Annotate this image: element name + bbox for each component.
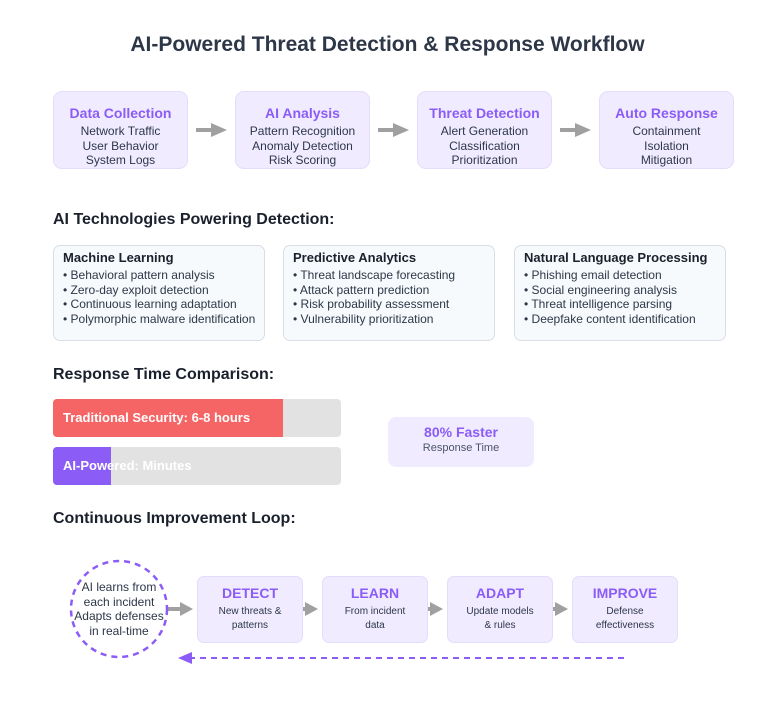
workflow-stage-threat-detection: Threat Detection Alert Generation Classi… bbox=[417, 91, 552, 169]
stage-line: Classification bbox=[449, 138, 520, 153]
learning-cycle-circle bbox=[69, 559, 169, 659]
stage-title: Auto Response bbox=[615, 105, 718, 121]
loop-step-detect: DETECT New threats & patterns bbox=[197, 576, 303, 643]
faster-headline: 80% Faster bbox=[424, 424, 498, 440]
traditional-bar-fill bbox=[53, 399, 284, 437]
circle-line: in real-time bbox=[89, 623, 149, 638]
loop-step-adapt: ADAPT Update models & rules bbox=[447, 576, 553, 643]
arrow-shaft bbox=[378, 128, 394, 132]
loop-step-improve: IMPROVE Defense effectiveness bbox=[572, 576, 678, 643]
loop-step-line: Update models bbox=[466, 606, 534, 617]
loop-step-line: effectiveness bbox=[595, 620, 655, 631]
loop-step-line: New threats & bbox=[218, 606, 282, 617]
learning-cycle-text: AI learns from each incident Adapts defe… bbox=[70, 580, 168, 638]
tech-card-title: Natural Language Processing bbox=[524, 250, 708, 265]
faster-subtext: Response Time bbox=[422, 442, 500, 454]
stage-line: Alert Generation bbox=[440, 124, 529, 138]
tech-item: • Social engineering analysis bbox=[524, 282, 677, 297]
tech-item: • Risk probability assessment bbox=[293, 297, 450, 311]
circle-line: each incident bbox=[83, 594, 155, 609]
tech-item: • Zero-day exploit detection bbox=[63, 282, 209, 297]
tech-item: • Threat intelligence parsing bbox=[524, 297, 673, 311]
stage-title: Threat Detection bbox=[429, 105, 540, 121]
stage-line: Anomaly Detection bbox=[252, 138, 353, 153]
stage-line: User Behavior bbox=[82, 138, 159, 153]
loop-step-line: data bbox=[365, 620, 385, 631]
tech-card-title: Predictive Analytics bbox=[293, 250, 417, 265]
loop-step-line: Defense bbox=[606, 606, 644, 617]
stage-line: Containment bbox=[632, 124, 701, 138]
ai-bar-label: AI-Powered: Minutes bbox=[63, 458, 192, 473]
stage-line: Isolation bbox=[644, 138, 689, 153]
loop-step-learn: LEARN From incident data bbox=[322, 576, 428, 643]
ai-bar-track: AI-Powered: Minutes bbox=[53, 447, 341, 485]
loop-step-line: From incident bbox=[344, 606, 406, 617]
ai-bar-fill bbox=[53, 447, 111, 485]
arrow-shaft bbox=[196, 128, 212, 132]
loop-step-title: LEARN bbox=[350, 585, 400, 601]
arrow-head-icon bbox=[180, 602, 193, 616]
improvement-heading: Continuous Improvement Loop: bbox=[53, 510, 296, 527]
circle-line: AI learns from bbox=[81, 580, 157, 594]
circle-line: Adapts defenses bbox=[74, 609, 164, 623]
tech-item: • Phishing email detection bbox=[524, 268, 662, 282]
arrow-shaft bbox=[560, 128, 576, 132]
stage-title: Data Collection bbox=[69, 105, 172, 121]
tech-card-predictive-analytics: Predictive Analytics • Threat landscape … bbox=[283, 245, 495, 341]
stage-line: Mitigation bbox=[640, 153, 693, 167]
traditional-bar-track: Traditional Security: 6-8 hours bbox=[53, 399, 341, 437]
tech-item: • Threat landscape forecasting bbox=[293, 268, 456, 282]
tech-item: • Continuous learning adaptation bbox=[63, 297, 237, 311]
arrow-head-icon bbox=[575, 123, 591, 137]
tech-item: • Vulnerability prioritization bbox=[293, 311, 434, 326]
response-time-heading: Response Time Comparison: bbox=[53, 366, 275, 383]
stage-line: Network Traffic bbox=[80, 124, 161, 138]
technologies-heading: AI Technologies Powering Detection: bbox=[53, 211, 335, 228]
loop-step-line: patterns bbox=[231, 620, 269, 631]
arrow-head-icon bbox=[305, 602, 318, 616]
page-title: AI-Powered Threat Detection & Response W… bbox=[130, 33, 645, 56]
stage-title: AI Analysis bbox=[265, 105, 340, 121]
tech-item: • Polymorphic malware identification bbox=[63, 311, 256, 326]
tech-item: • Deepfake content identification bbox=[524, 311, 696, 326]
arrow-head-icon bbox=[393, 123, 409, 137]
tech-card-title: Machine Learning bbox=[63, 250, 174, 265]
tech-item: • Behavioral pattern analysis bbox=[63, 268, 215, 282]
arrow-head-icon bbox=[555, 602, 568, 616]
faster-callout: 80% Faster Response Time bbox=[388, 417, 534, 467]
tech-item: • Attack pattern prediction bbox=[293, 282, 430, 297]
workflow-stage-data-collection: Data Collection Network Traffic User Beh… bbox=[53, 91, 188, 169]
workflow-stage-auto-response: Auto Response Containment Isolation Miti… bbox=[599, 91, 734, 169]
return-arrow-head-icon bbox=[178, 652, 192, 664]
stage-line: Pattern Recognition bbox=[249, 124, 356, 138]
loop-step-title: IMPROVE bbox=[592, 585, 658, 601]
workflow-stage-ai-analysis: AI Analysis Pattern Recognition Anomaly … bbox=[235, 91, 370, 169]
stage-line: System Logs bbox=[85, 153, 156, 167]
tech-card-machine-learning: Machine Learning • Behavioral pattern an… bbox=[53, 245, 265, 341]
arrow-shaft bbox=[168, 607, 182, 611]
loop-step-line: & rules bbox=[484, 620, 516, 631]
traditional-bar-label: Traditional Security: 6-8 hours bbox=[63, 410, 251, 425]
stage-line: Prioritization bbox=[451, 153, 518, 167]
arrow-head-icon bbox=[430, 602, 443, 616]
stage-line: Risk Scoring bbox=[268, 153, 337, 167]
arrow-head-icon bbox=[211, 123, 227, 137]
tech-card-nlp: Natural Language Processing • Phishing e… bbox=[514, 245, 726, 341]
loop-step-title: DETECT bbox=[222, 585, 278, 601]
loop-step-title: ADAPT bbox=[475, 585, 525, 601]
